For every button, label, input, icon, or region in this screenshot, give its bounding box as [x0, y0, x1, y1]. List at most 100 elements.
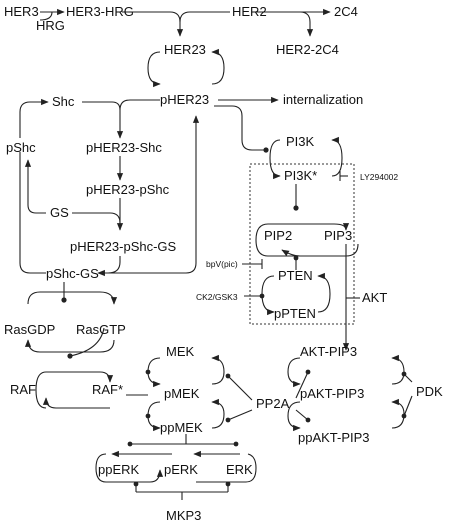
node-shc: Shc — [52, 94, 75, 109]
edges — [19, 8, 413, 500]
edge-pp2a-to-akt1 — [295, 371, 309, 399]
edge-raf-left — [35, 371, 47, 409]
edge-ppmek-to-pmek — [211, 398, 225, 429]
dot-pp2a-akt2 — [305, 417, 311, 423]
node-pher23-shc: pHER23-Shc — [86, 140, 162, 155]
node-mek: MEK — [166, 344, 195, 359]
node-bpv: bpV(pic) — [206, 259, 238, 269]
activation-dot-ras — [61, 297, 67, 303]
node-labels: HER3 HRG HER3-HRG HER2 2C4 HER23 HER2-2C… — [4, 4, 443, 523]
node-her23: HER23 — [164, 42, 206, 57]
node-her2-2c4: HER2-2C4 — [276, 42, 339, 57]
node-rasgdp: RasGDP — [4, 322, 55, 337]
edge-pip3-to-pip2 — [281, 249, 301, 257]
edge-pher23-to-her23 — [211, 48, 225, 85]
dot-pdk1 — [401, 371, 407, 377]
edge-rasgdp-to-rasgtp — [27, 291, 118, 305]
node-pip2: PIP2 — [264, 228, 292, 243]
pi3k-module-box — [249, 163, 355, 325]
edge-shc-to-pher23shc — [82, 101, 124, 139]
activation-dot-pip — [293, 205, 299, 211]
node-pher23-pshc: pHER23-pShc — [86, 182, 170, 197]
edge-pp2a-to-mek1 — [227, 375, 253, 401]
edge-rasgtp-to-raf — [69, 327, 105, 357]
edge-perk-to-erk — [196, 453, 257, 483]
edge-pp2a-to-akt2 — [295, 409, 309, 421]
edge-pten-to-ppten — [261, 275, 275, 316]
edge-rasgtp-to-rasgdp — [24, 339, 115, 353]
edge-pmek-to-mek — [211, 354, 225, 385]
node-internalization: internalization — [283, 92, 363, 107]
node-pi3k: PI3K — [286, 134, 315, 149]
edge-pi3k-to-pi3kstar — [269, 139, 281, 180]
node-raf: RAF — [10, 382, 36, 397]
activation-dot-mek1 — [145, 369, 151, 375]
edge-aktpip3-to-paktpip3 — [287, 357, 301, 388]
node-akt: AKT — [362, 290, 387, 305]
node-pp2a: PP2A — [256, 396, 290, 411]
edge-paktpip3-to-aktpip3 — [391, 354, 405, 385]
dot-erk1 — [127, 441, 133, 447]
edge-pip-cycle-bottom — [255, 223, 359, 257]
dot-pp2a-akt1 — [305, 369, 311, 375]
node-pshc: pShc — [6, 140, 36, 155]
edge-pher23-to-pi3k — [214, 105, 264, 151]
node-erk: ERK — [226, 462, 253, 477]
dot-erk2 — [233, 441, 239, 447]
node-her3-hrg: HER3-HRG — [66, 4, 134, 19]
edge-pdk-to-akt2 — [403, 395, 413, 417]
edge-complex-to-pshcgs — [97, 256, 121, 277]
edge-her2-join — [179, 11, 230, 23]
dot-pp2a-mek1 — [225, 373, 231, 379]
edge-pshc-column — [19, 152, 46, 274]
activation-dot-mek2 — [145, 413, 151, 419]
node-akt-pip3: AKT-PIP3 — [300, 344, 357, 359]
edge-pperk-to-perk — [149, 469, 164, 483]
node-her3: HER3 — [4, 4, 39, 19]
node-perk: pERK — [164, 462, 198, 477]
node-hrg: HRG — [36, 18, 65, 33]
edge-rafstar-to-raf — [42, 397, 110, 409]
node-ppmek: ppMEK — [160, 420, 203, 435]
edge-pshcgs-to-pher23 — [98, 115, 200, 274]
node-pakt-pip3: pAKT-PIP3 — [300, 386, 364, 401]
edge-gs-to-pshc — [24, 159, 46, 214]
edge-gs-join — [72, 212, 121, 224]
node-raf-star: RAF* — [92, 382, 123, 397]
edge-her23-to-pher23 — [147, 51, 161, 88]
node-gs: GS — [50, 205, 69, 220]
edge-pshc-to-shc — [19, 98, 49, 138]
edge-ppten-to-pten — [317, 272, 331, 313]
node-pip3: PIP3 — [324, 228, 352, 243]
node-pperk: ppERK — [98, 462, 140, 477]
node-her2: HER2 — [232, 4, 267, 19]
node-ppakt-pip3: ppAKT-PIP3 — [298, 430, 370, 445]
edge-pip2-to-pip3 — [268, 223, 350, 231]
activation-dot-raf — [67, 353, 73, 359]
node-rasgtp: RasGTP — [76, 322, 126, 337]
node-pher23-pshc-gs: pHER23-pShc-GS — [70, 239, 177, 254]
activation-dot-pi3k — [263, 147, 269, 153]
edge-raf-to-rafstar — [46, 371, 114, 383]
edge-pp2a-to-mek2 — [227, 409, 253, 421]
dot-pten-pip — [293, 255, 299, 261]
node-2c4: 2C4 — [334, 4, 358, 19]
edge-paktpip3-to-ppaktpip3 — [287, 401, 301, 432]
node-ly294002: LY294002 — [360, 172, 398, 182]
dot-ck2 — [259, 293, 265, 299]
dot-pdk2 — [401, 413, 407, 419]
node-mkp3: MKP3 — [166, 508, 201, 523]
node-pdk: PDK — [416, 384, 443, 399]
node-pher23: pHER23 — [160, 92, 209, 107]
dot-pp2a-mek2 — [225, 417, 231, 423]
node-pmek: pMEK — [164, 386, 200, 401]
node-pshc-gs: pShc-GS — [46, 266, 99, 281]
edge-hrg-join — [39, 11, 53, 21]
node-pi3k-star: PI3K* — [284, 168, 317, 183]
edge-pi3kstar-to-pi3k — [331, 136, 343, 177]
node-ppten: pPTEN — [274, 306, 316, 321]
node-pten: PTEN — [278, 268, 313, 283]
edge-erk-left-loop — [95, 453, 150, 483]
node-ck2: CK2/GSK3 — [196, 292, 238, 302]
